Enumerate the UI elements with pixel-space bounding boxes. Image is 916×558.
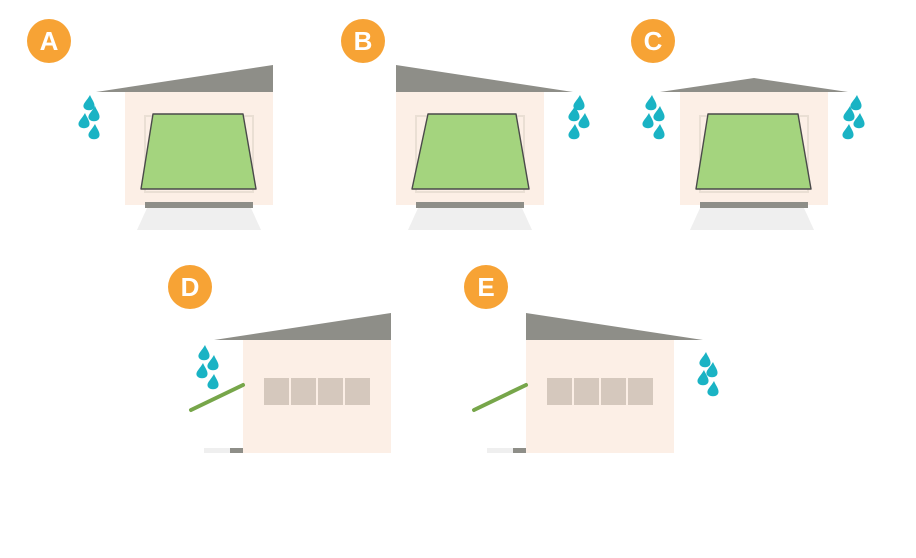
rain-drops-right [842, 95, 865, 140]
window-pane [628, 378, 653, 405]
rain-drops-left [196, 345, 219, 390]
label-letter: C [644, 26, 663, 56]
rain-drop-icon [699, 352, 711, 368]
awning [695, 113, 812, 190]
rain-drop-icon [645, 95, 657, 111]
label-letter: D [181, 272, 200, 302]
label-letter: B [354, 26, 373, 56]
window-pane [291, 378, 316, 405]
ground-step [230, 448, 244, 453]
rain-drop-icon [78, 113, 90, 129]
rain-drop-icon [842, 124, 854, 140]
label-badge [464, 265, 508, 309]
label-badge [631, 19, 675, 63]
window-pane [601, 378, 626, 405]
rain-drops-left [78, 95, 100, 140]
rain-drop-icon [83, 95, 95, 111]
rain-drop-icon [850, 95, 862, 111]
label-badge [341, 19, 385, 63]
rain-drop-icon [207, 355, 219, 371]
label-letter: A [40, 26, 59, 56]
ground-step [513, 448, 527, 453]
roof [214, 313, 391, 340]
awning-support-rod [189, 383, 245, 412]
rain-drop-icon [853, 113, 865, 129]
label-letter: E [477, 272, 494, 302]
rain-drops-left [642, 95, 665, 140]
panel-b: B [341, 19, 590, 230]
rain-drop-icon [88, 106, 100, 122]
ground-strip [487, 448, 517, 453]
rain-drop-icon [573, 95, 585, 111]
window-pane [547, 378, 572, 405]
awning-support-rod [472, 383, 528, 412]
window-sill [700, 202, 808, 208]
rain-drop-icon [568, 106, 580, 122]
rain-drops-right [568, 95, 590, 140]
awning [140, 113, 257, 190]
rain-drop-icon [653, 124, 665, 140]
closed-window [547, 378, 653, 405]
window-sill [145, 202, 253, 208]
awning [411, 113, 530, 190]
window-pane [318, 378, 343, 405]
window-pane [264, 378, 289, 405]
rain-drop-icon [707, 381, 719, 397]
rain-drop-icon [568, 124, 580, 140]
rain-drop-icon [88, 124, 100, 140]
panel-c: C [631, 19, 865, 230]
window-pane [345, 378, 370, 405]
rain-drops-right [697, 352, 719, 397]
roof [396, 65, 573, 92]
roof [660, 78, 848, 92]
rain-drop-icon [578, 113, 590, 129]
window-pane [574, 378, 599, 405]
panel-d: D [168, 265, 391, 453]
ground-shadow [137, 208, 261, 230]
label-badge [27, 19, 71, 63]
rain-drop-icon [198, 345, 210, 361]
rain-drop-icon [843, 106, 855, 122]
window-sill [416, 202, 524, 208]
rain-drop-icon [706, 362, 718, 378]
panel-a: A [27, 19, 273, 230]
label-badge [168, 265, 212, 309]
rain-drop-icon [653, 106, 665, 122]
closed-window [264, 378, 370, 405]
rain-drop-icon [697, 370, 709, 386]
ground-shadow [690, 208, 814, 230]
rain-drop-icon [207, 374, 219, 390]
rain-drop-icon [642, 113, 654, 129]
rain-drop-icon [196, 363, 208, 379]
panel-e: E [464, 265, 719, 453]
roof [96, 65, 273, 92]
ground-strip [204, 448, 234, 453]
roof [526, 313, 703, 340]
ground-shadow [408, 208, 532, 230]
